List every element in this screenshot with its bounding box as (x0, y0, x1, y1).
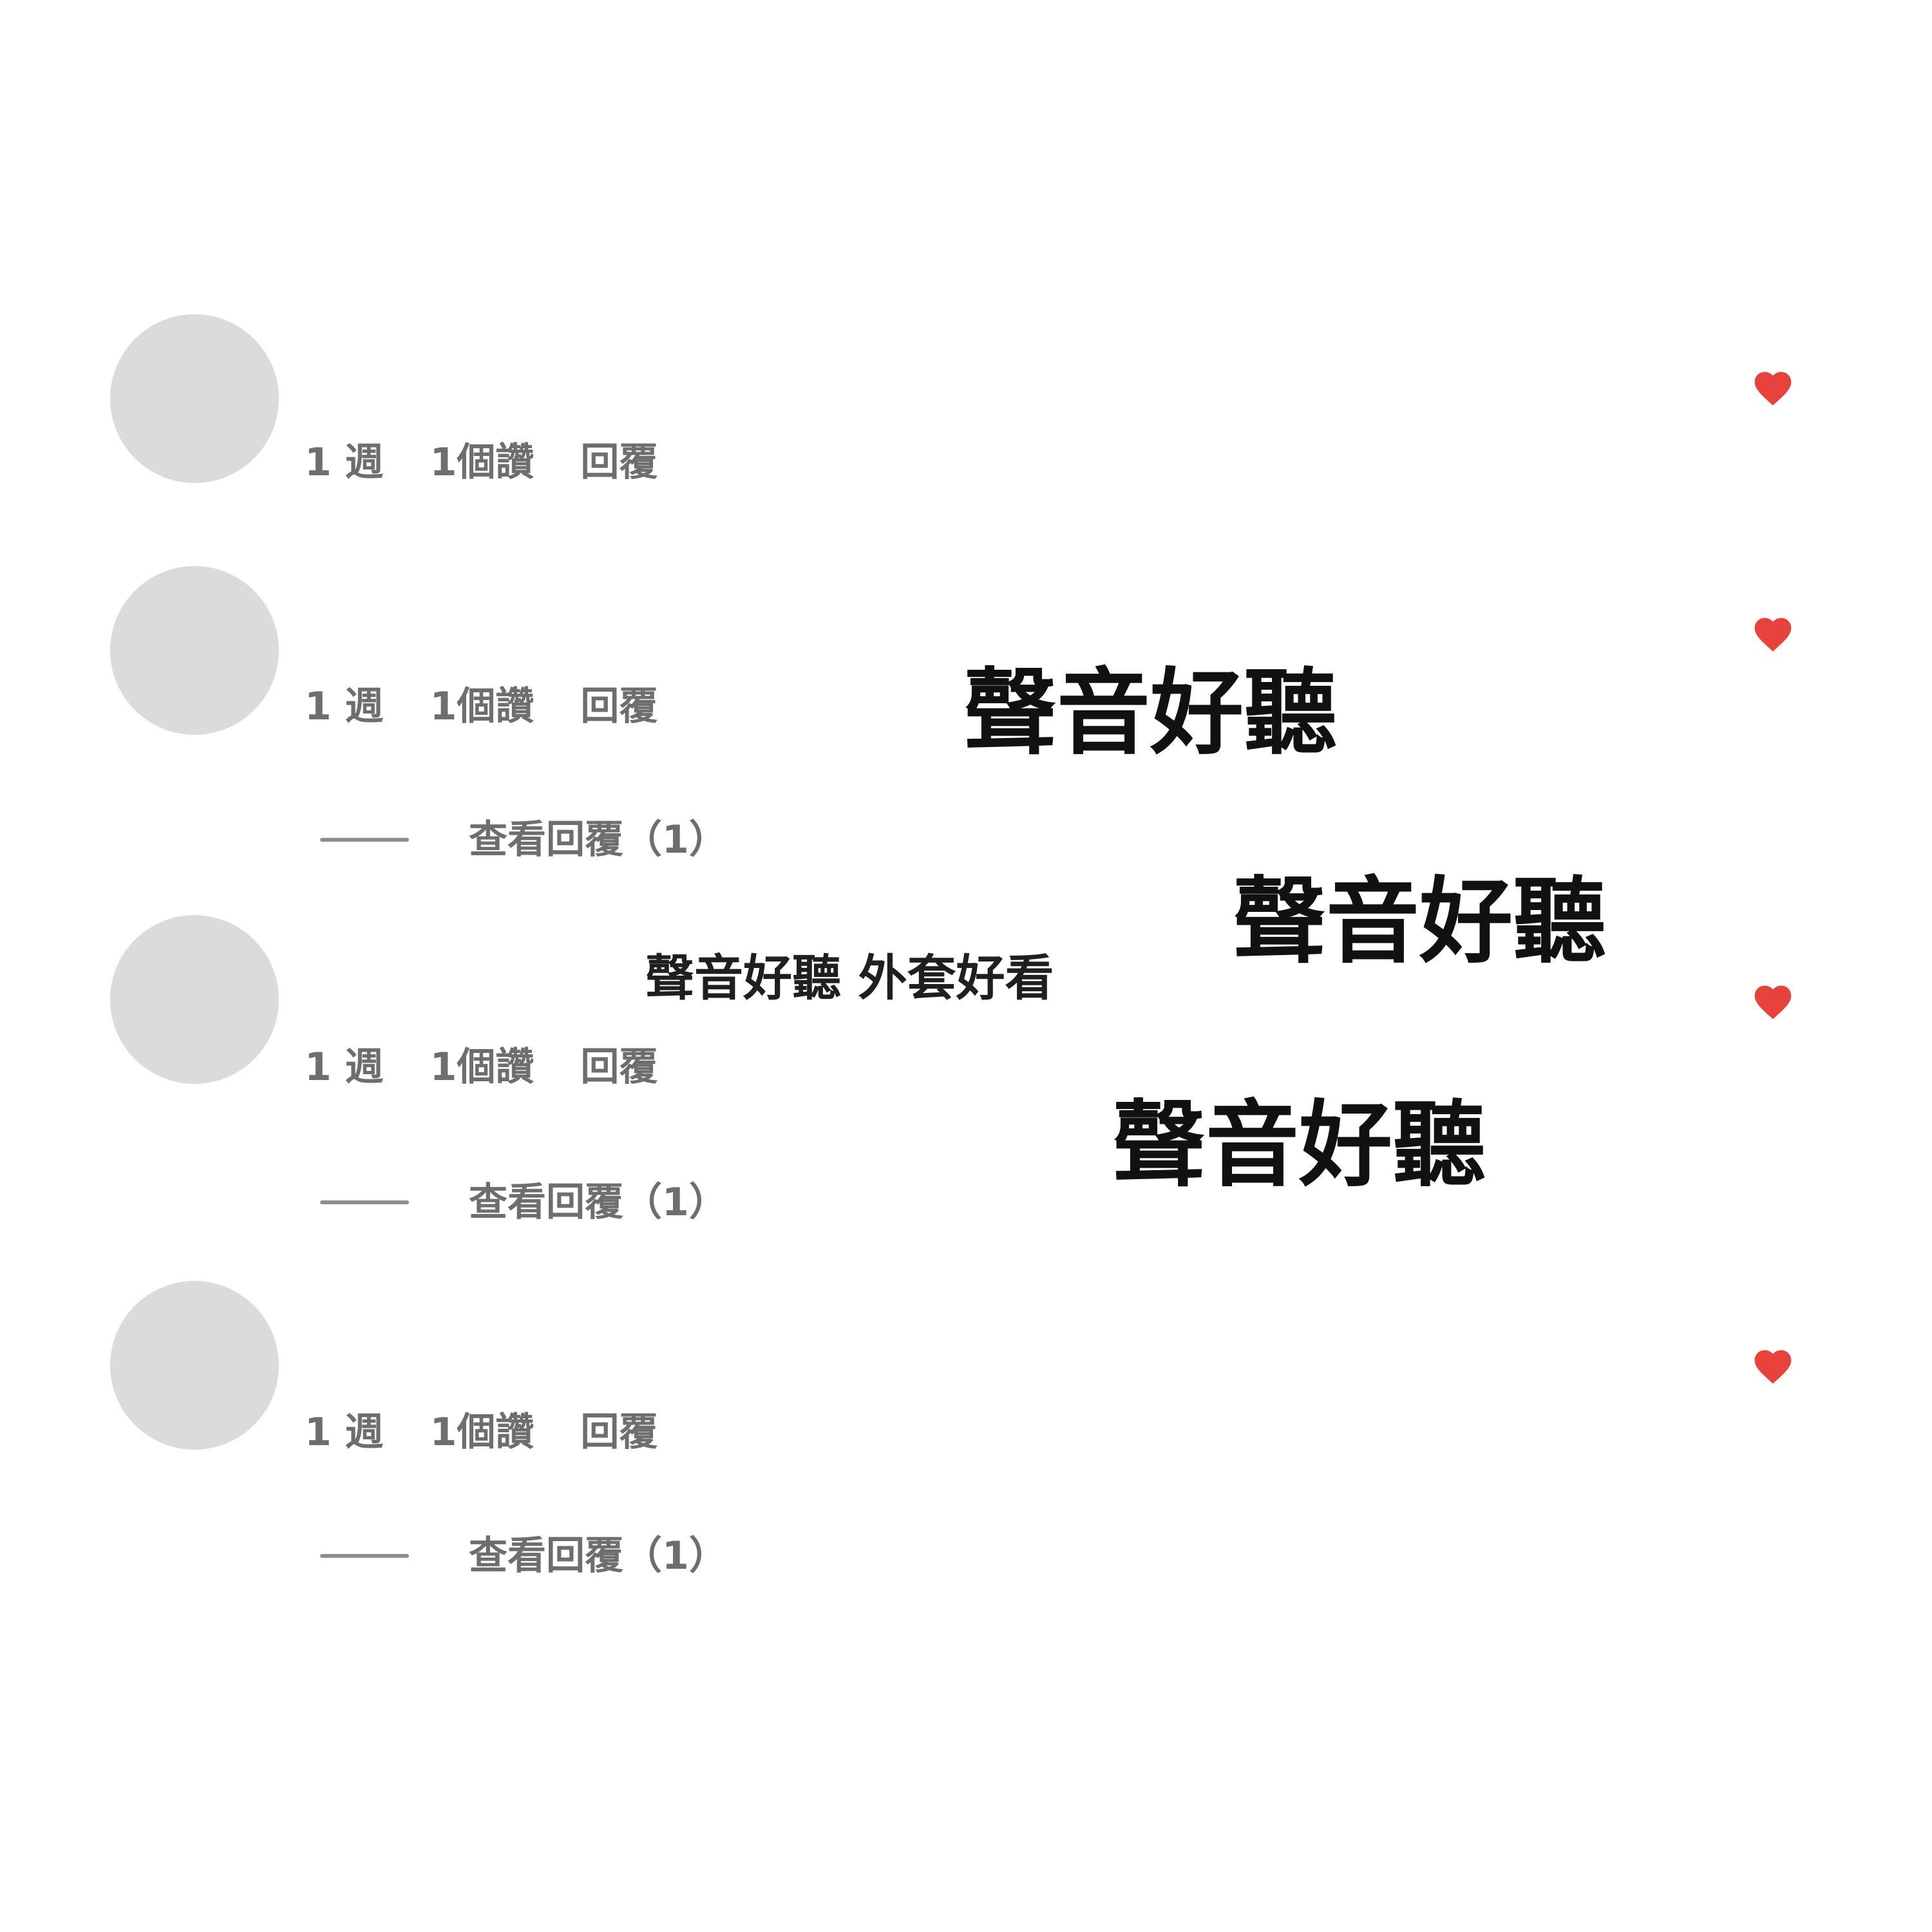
comment-text: 聲音好聽 外套好看 (645, 949, 1054, 1007)
view-replies-label[interactable]: 查看回覆（1） (469, 817, 728, 862)
comment-meta: 1 週 1個讚 回覆 (305, 685, 658, 728)
overlay-comment-text: 聲音好聽 (1233, 867, 1606, 976)
reply-button[interactable]: 回覆 (580, 1045, 658, 1090)
view-replies[interactable]: 查看回覆（1） (320, 1533, 728, 1578)
timestamp: 1 週 (305, 1045, 384, 1090)
timestamp: 1 週 (305, 440, 384, 485)
like-count[interactable]: 1個讚 (430, 684, 535, 729)
comment-meta: 1 週 1個讚 回覆 (305, 441, 658, 484)
reply-button[interactable]: 回覆 (580, 1410, 658, 1455)
like-heart-icon[interactable] (1749, 980, 1797, 1024)
view-replies[interactable]: 查看回覆（1） (320, 817, 728, 862)
like-heart-icon[interactable] (1749, 612, 1797, 656)
like-heart-icon[interactable] (1749, 1345, 1797, 1388)
avatar[interactable] (110, 566, 279, 735)
overlay-comment-text: 聲音好聽 (963, 659, 1337, 768)
like-heart-icon[interactable] (1749, 366, 1797, 410)
replies-divider-line (320, 1200, 409, 1204)
timestamp: 1 週 (305, 684, 384, 729)
like-count[interactable]: 1個讚 (430, 440, 535, 485)
comment-meta: 1 週 1個讚 回覆 (305, 1046, 658, 1088)
like-count[interactable]: 1個讚 (430, 1045, 535, 1090)
replies-divider-line (320, 1554, 409, 1558)
timestamp: 1 週 (305, 1410, 384, 1455)
overlay-comment-text: 聲音好聽 (1112, 1091, 1486, 1200)
reply-button[interactable]: 回覆 (580, 684, 658, 729)
avatar[interactable] (110, 1281, 279, 1450)
avatar[interactable] (110, 314, 279, 483)
replies-divider-line (320, 838, 409, 842)
view-replies-label[interactable]: 查看回覆（1） (469, 1533, 728, 1578)
comment-meta: 1 週 1個讚 回覆 (305, 1411, 658, 1454)
view-replies[interactable]: 查看回覆（1） (320, 1180, 728, 1225)
avatar[interactable] (110, 915, 279, 1084)
like-count[interactable]: 1個讚 (430, 1410, 535, 1455)
view-replies-label[interactable]: 查看回覆（1） (469, 1180, 728, 1225)
reply-button[interactable]: 回覆 (580, 440, 658, 485)
